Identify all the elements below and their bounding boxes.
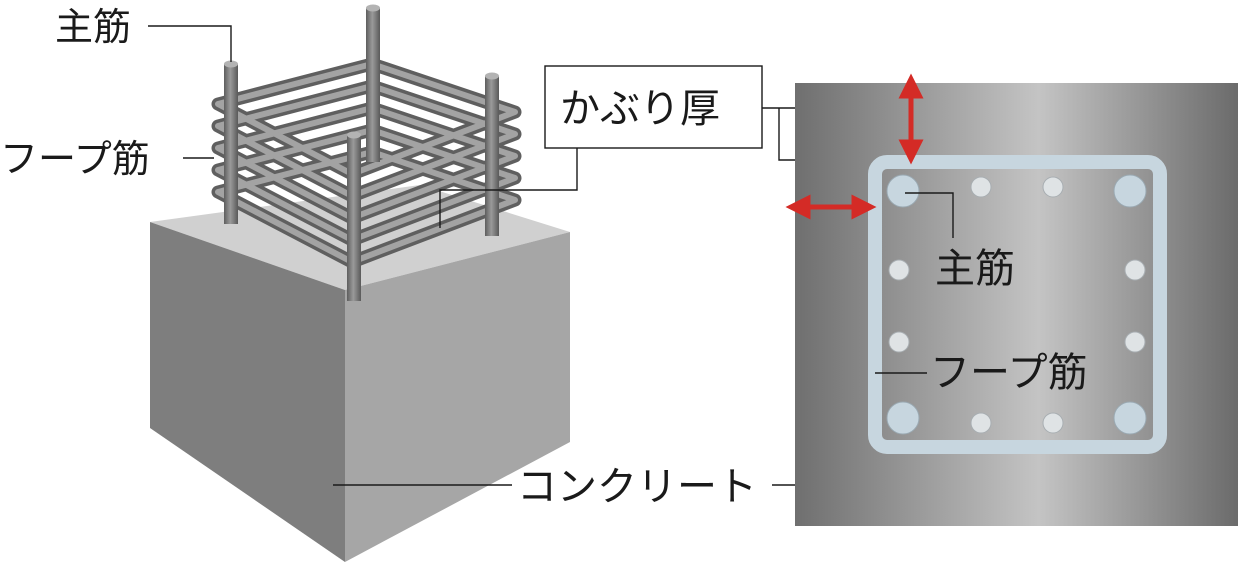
hoop-ring-section [868, 155, 1167, 454]
leader-main-rebar-section [905, 192, 954, 238]
label-concrete: コンクリート [517, 464, 757, 510]
label-cover-thickness: かぶり厚 [560, 86, 720, 132]
column-3d: 主筋 フープ筋 かぶり厚 コンクリート [0, 4, 906, 562]
label-hoop-rebar-left: フープ筋 [0, 137, 150, 181]
concrete-block-left-face [150, 222, 345, 562]
label-main-rebar-left: 主筋 [55, 5, 131, 49]
secondary-rebar-circles [888, 176, 1146, 434]
concrete-block-right-face [345, 232, 570, 562]
leader-cover-thickness-3d [439, 148, 578, 228]
leader-main-rebar-left [148, 25, 232, 62]
label-hoop-rebar-section: フープ筋 [930, 350, 1088, 396]
hoop-rings [211, 57, 522, 269]
cross-section: 主筋 フープ筋 [785, 73, 1238, 526]
main-rebar-circles [886, 174, 1147, 435]
label-main-rebar-section: 主筋 [935, 246, 1015, 292]
main-rebars-3d [224, 4, 499, 301]
concrete-section-panel [795, 83, 1238, 526]
cover-thickness-box [544, 65, 763, 149]
